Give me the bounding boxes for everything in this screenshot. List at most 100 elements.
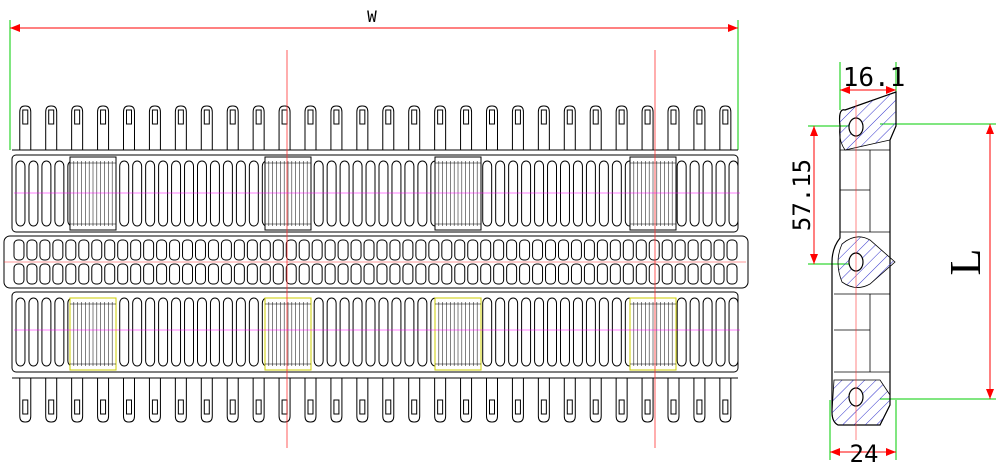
bottom-tooth-slot xyxy=(151,399,158,415)
link-slot xyxy=(676,297,687,367)
hinge-knuckle xyxy=(674,239,686,261)
link-slot xyxy=(352,160,363,227)
link-slot xyxy=(15,160,26,227)
hinge-knuckle xyxy=(65,263,77,285)
bottom-tooth xyxy=(71,378,84,423)
top-tooth-slot xyxy=(229,109,236,125)
bottom-tooth xyxy=(408,378,421,423)
hinge-knuckle xyxy=(207,239,219,261)
bottom-tooth-slot xyxy=(411,399,418,415)
link-slot xyxy=(184,160,195,227)
hinge-knuckle xyxy=(726,239,738,261)
hinge-knuckle xyxy=(415,263,427,285)
link-slot xyxy=(404,160,415,227)
width-dimension: W xyxy=(9,7,739,150)
top-tooth xyxy=(485,105,498,150)
link-slot xyxy=(521,160,532,227)
link-slot xyxy=(119,160,130,227)
link-slot xyxy=(702,160,713,227)
top-tooth xyxy=(356,105,369,150)
hinge-knuckle xyxy=(389,263,401,285)
bottom-tooth-slot xyxy=(696,399,703,415)
top-tooth xyxy=(330,105,343,150)
link-slot xyxy=(158,297,169,367)
bottom-tooth-slot xyxy=(74,399,81,415)
hinge-knuckle xyxy=(700,263,712,285)
hinge-knuckle xyxy=(583,239,595,261)
top-tooth xyxy=(667,105,680,150)
link-slot xyxy=(728,160,739,227)
hinge-knuckle xyxy=(26,263,38,285)
top-tooth xyxy=(537,105,550,150)
hinge-knuckle xyxy=(39,239,51,261)
link-slot xyxy=(482,160,493,227)
link-slot xyxy=(611,160,622,227)
top-tooth-slot xyxy=(48,109,55,125)
hinge-knuckle xyxy=(558,239,569,261)
bottom-tooth-slot xyxy=(437,399,444,415)
link-slot xyxy=(171,297,182,367)
link-slot xyxy=(145,160,156,227)
bottom-tooth-slot xyxy=(22,399,29,415)
hinge-knuckle xyxy=(324,263,336,285)
top-tooth-slot xyxy=(437,109,444,125)
hinge-knuckle xyxy=(195,239,206,261)
hinge-knuckle xyxy=(272,263,284,285)
bottom-tooth xyxy=(719,378,732,423)
top-tooth-slot xyxy=(514,109,521,125)
top-tooth-slot xyxy=(255,109,262,125)
hinge-knuckle xyxy=(78,239,90,261)
link-slot xyxy=(598,160,609,227)
link-slot xyxy=(585,297,596,367)
top-tooth-slot xyxy=(125,109,132,125)
hinge-knuckle xyxy=(246,239,258,261)
hinge-knuckle xyxy=(13,263,25,285)
hinge-knuckle xyxy=(259,263,271,285)
top-tooth xyxy=(200,105,213,150)
top-tooth xyxy=(304,105,317,150)
bottom-tooth-slot xyxy=(566,399,573,415)
hinge-knuckle xyxy=(156,239,168,261)
belt-top-view xyxy=(3,105,749,423)
bottom-tooth xyxy=(589,378,602,423)
top-tooth xyxy=(122,105,135,150)
top-tooth xyxy=(226,105,239,150)
hinge-knuckle xyxy=(26,239,38,261)
link-slot xyxy=(54,160,65,227)
hinge-knuckle xyxy=(545,239,556,261)
link-slot xyxy=(158,160,169,227)
hinge-knuckle xyxy=(713,239,725,261)
hinge-knuckle xyxy=(311,263,323,285)
hinge-knuckle xyxy=(298,263,310,285)
top-tooth xyxy=(719,105,732,150)
link-slot xyxy=(482,297,493,367)
bottom-tooth-slot xyxy=(48,399,55,415)
link-slot xyxy=(495,297,506,367)
hinge-knuckle xyxy=(609,239,621,261)
hinge-knuckle xyxy=(337,239,349,261)
top-tooth-slot xyxy=(696,109,703,125)
hinge-knuckle xyxy=(91,239,103,261)
hinge-knuckle xyxy=(311,239,323,261)
hinge-knuckle xyxy=(493,239,505,261)
top-tooth-slot xyxy=(644,109,651,125)
hinge-knuckle xyxy=(648,263,660,285)
bottom-tooth-slot xyxy=(100,399,107,415)
bottom-tooth xyxy=(19,378,32,423)
top-tooth xyxy=(148,105,161,150)
hinge-knuckle xyxy=(117,263,129,285)
hinge-knuckle xyxy=(104,239,116,261)
link-slot xyxy=(209,160,220,227)
hinge-knuckle xyxy=(674,263,686,285)
bottom-tooth-slot xyxy=(359,399,366,415)
bottom-tooth-slot xyxy=(229,399,236,415)
belt-windows xyxy=(69,156,677,371)
link-slot xyxy=(235,297,246,367)
top-tooth xyxy=(174,105,187,150)
hinge-knuckle xyxy=(648,239,660,261)
hinge-knuckle xyxy=(52,263,64,285)
bottom-tooth-slot xyxy=(670,399,677,415)
bottom-tooth xyxy=(148,378,161,423)
link-slot xyxy=(560,297,570,367)
